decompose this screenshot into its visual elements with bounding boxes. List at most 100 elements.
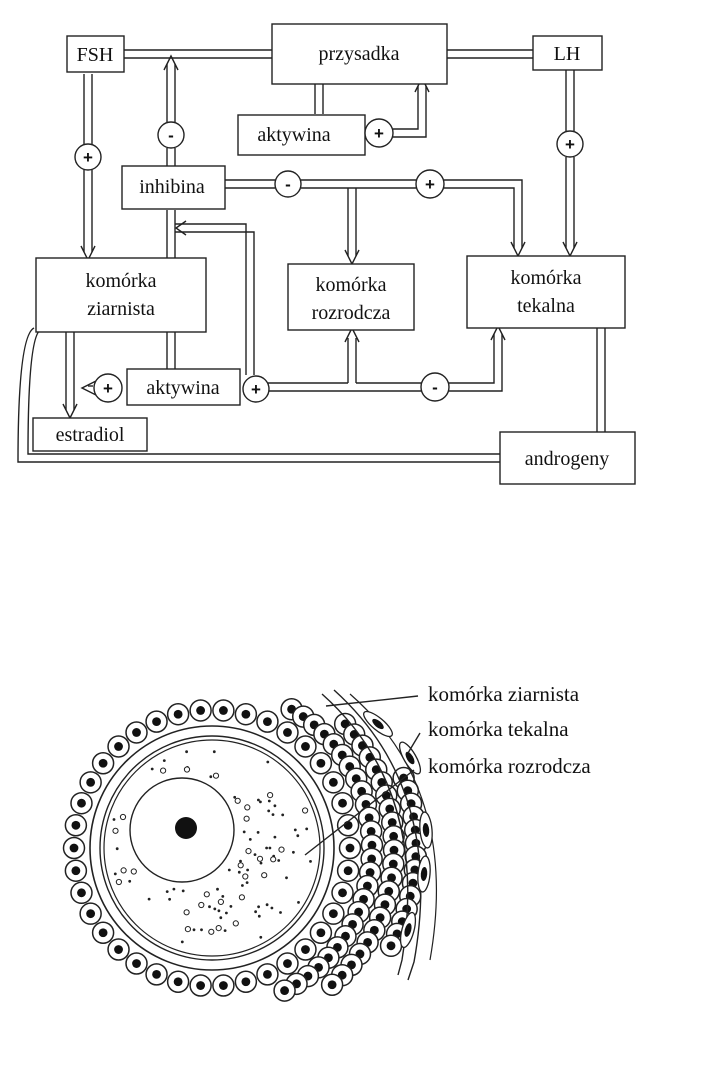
oocyte-granule bbox=[219, 916, 223, 920]
oocyte-granule bbox=[259, 861, 263, 865]
theca-callout-label: komórka tekalna bbox=[428, 717, 569, 741]
lh-label: LH bbox=[554, 43, 581, 65]
fsh-label: FSH bbox=[77, 44, 114, 66]
germ-label-line1: komórka bbox=[315, 274, 386, 296]
oocyte-granule bbox=[273, 804, 277, 808]
oocyte-granule bbox=[257, 798, 260, 802]
oocyte-granule bbox=[185, 750, 189, 754]
oocyte-granule bbox=[168, 897, 172, 901]
oocyte-granule bbox=[183, 766, 191, 773]
oocyte-granule bbox=[270, 856, 277, 863]
oocyte-granule bbox=[297, 901, 300, 904]
oocyte-granule bbox=[239, 859, 242, 863]
oocyte-granule bbox=[213, 907, 217, 911]
inhibin-germ-inhibition-sign: - bbox=[274, 170, 302, 198]
oocyte-granule bbox=[212, 750, 216, 754]
oocyte-granule bbox=[265, 903, 269, 907]
oocyte-granule bbox=[115, 878, 123, 886]
estradiol-label: estradiol bbox=[56, 424, 125, 446]
granulosa-cell bbox=[309, 921, 333, 945]
node-labels: FSH przysadka LH aktywina inhibina komór… bbox=[56, 43, 610, 470]
granulosa-cell bbox=[166, 970, 190, 994]
oocyte-granule bbox=[208, 928, 215, 935]
granulosa-cell bbox=[276, 721, 299, 744]
inhibin-pituitary-inhibition-sign: - bbox=[157, 121, 185, 149]
oocyte-granule bbox=[281, 813, 285, 817]
germ-box bbox=[287, 263, 415, 331]
oocyte-granule bbox=[267, 799, 271, 803]
granulosa-cell bbox=[125, 721, 148, 744]
oocyte-granule bbox=[259, 935, 263, 939]
granulosa-cell bbox=[234, 970, 258, 994]
granulosa-cell bbox=[189, 974, 212, 997]
oocyte-granule bbox=[242, 830, 246, 834]
oocyte-granule bbox=[172, 887, 176, 891]
oocyte-granule bbox=[266, 760, 270, 764]
oocyte-granule bbox=[130, 868, 137, 875]
oocyte-granule bbox=[162, 759, 166, 762]
oocyte-granule bbox=[112, 818, 116, 821]
oocyte-granule bbox=[242, 873, 249, 880]
oocyte-nucleolus bbox=[175, 817, 197, 839]
oocyte-granule bbox=[198, 901, 205, 909]
oocyte-granule bbox=[305, 827, 309, 831]
oocyte-granule bbox=[113, 872, 117, 876]
fsh-stimulation-sign: + bbox=[74, 143, 102, 171]
oocyte-granule bbox=[248, 838, 252, 841]
oocyte-granule bbox=[112, 827, 119, 834]
oocyte-granule bbox=[241, 884, 244, 887]
activin-estradiol-stimulation-sign: + bbox=[93, 373, 123, 403]
granulosa-cell bbox=[320, 973, 344, 996]
granulosa-cell bbox=[331, 881, 354, 905]
granulosa-cell bbox=[107, 938, 130, 961]
oocyte-granule bbox=[244, 804, 251, 811]
estradiol-box bbox=[32, 417, 148, 452]
granulosa-cell bbox=[276, 952, 299, 975]
granulosa-cell bbox=[79, 902, 102, 925]
theca-box bbox=[466, 255, 626, 329]
oocyte-granule bbox=[270, 906, 274, 910]
germ-pointer bbox=[304, 769, 415, 856]
oocyte-granule bbox=[277, 859, 281, 862]
node-boxes bbox=[32, 23, 636, 485]
oocyte-granule bbox=[216, 887, 219, 891]
svg-text:+: + bbox=[103, 379, 113, 398]
follicle-illustration: komórka ziarnista komórka tekalna komórk… bbox=[62, 682, 591, 1002]
oocyte-granule bbox=[223, 929, 227, 932]
granulosa-cell bbox=[379, 934, 403, 958]
oocyte-granule bbox=[245, 848, 252, 855]
lh-stimulation-sign: + bbox=[556, 130, 584, 158]
oocyte-granule bbox=[150, 767, 154, 771]
granulosa-label-line2: ziarnista bbox=[87, 298, 155, 320]
oocyte-granule bbox=[293, 828, 297, 832]
oocyte-granule bbox=[128, 879, 132, 883]
oocyte-granule bbox=[257, 914, 261, 918]
theca-cell bbox=[363, 710, 393, 738]
oocyte-granule bbox=[184, 926, 191, 933]
granulosa-cell bbox=[64, 814, 88, 837]
oocyte-granule bbox=[302, 807, 309, 814]
lh-box bbox=[532, 35, 603, 71]
oocyte-granule bbox=[237, 862, 244, 869]
granulosa-cell bbox=[256, 963, 279, 986]
svg-text:+: + bbox=[374, 124, 384, 143]
androgens-box bbox=[499, 431, 636, 485]
granulosa-cell bbox=[336, 859, 360, 882]
theca-cell bbox=[417, 855, 431, 893]
granulosa-cell bbox=[322, 771, 345, 794]
svg-text:-: - bbox=[432, 378, 438, 397]
oocyte-granule bbox=[233, 795, 237, 799]
granulosa-callout-label: komórka ziarnista bbox=[428, 682, 580, 706]
oocyte-granule bbox=[227, 868, 231, 872]
granulosa-cell bbox=[294, 938, 317, 961]
oocyte-granule bbox=[225, 911, 228, 915]
germ-label-line2: rozrodcza bbox=[312, 302, 391, 324]
theca-cell bbox=[399, 911, 417, 949]
pituitary-box bbox=[271, 23, 448, 85]
oocyte-granule bbox=[285, 876, 288, 880]
oocyte-granule bbox=[296, 834, 300, 838]
pituitary-label: przysadka bbox=[318, 43, 399, 65]
granulosa-cell bbox=[107, 735, 130, 758]
theca-pointer bbox=[407, 732, 421, 754]
